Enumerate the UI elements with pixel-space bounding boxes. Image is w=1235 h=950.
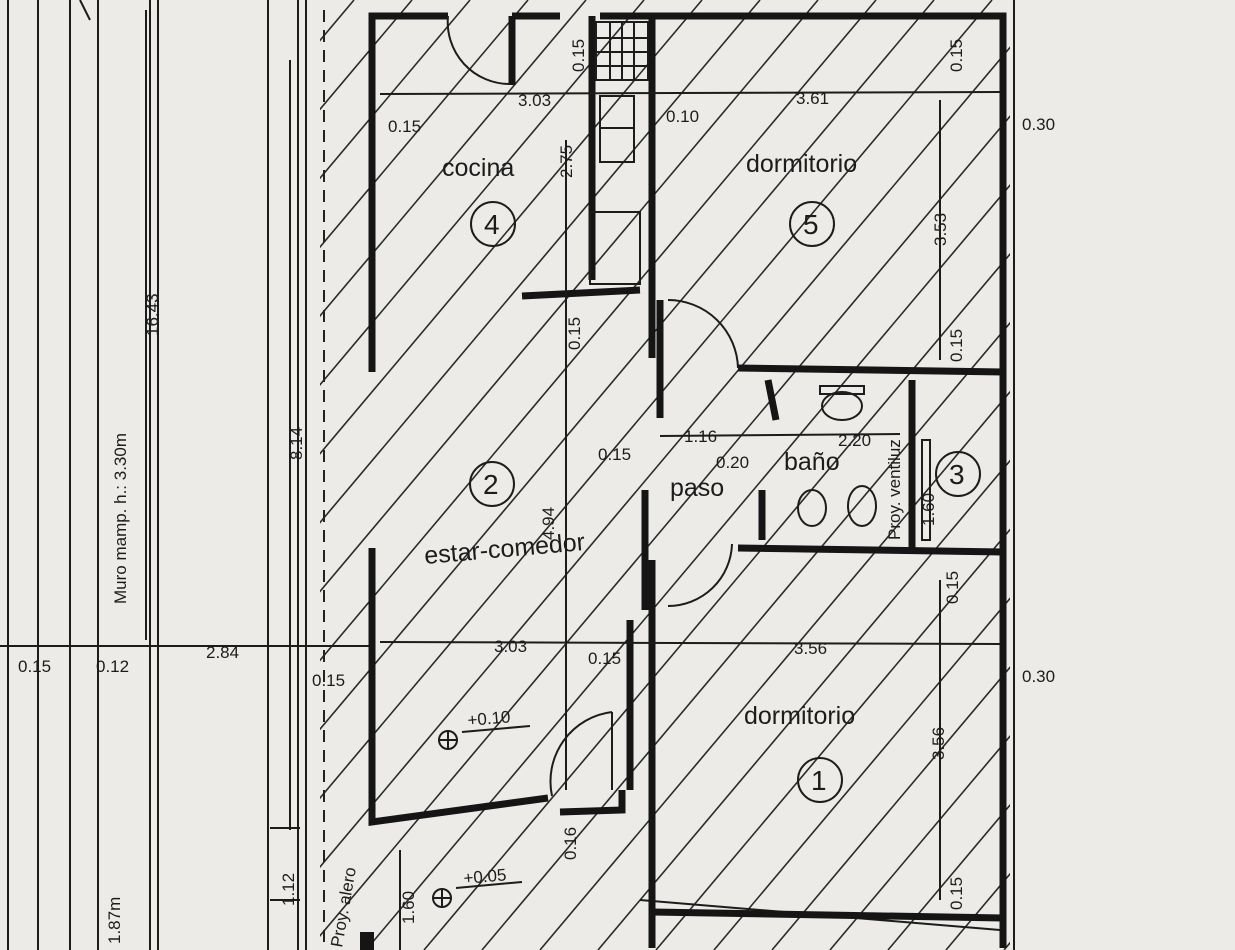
dim-020: 0.20 xyxy=(716,453,749,472)
hatch-line xyxy=(320,0,993,800)
hatch-line xyxy=(597,459,1010,950)
dim-284: 2.84 xyxy=(206,643,239,662)
dim-015-part: 0.15 xyxy=(588,649,621,668)
dim-015-paso: 0.15 xyxy=(598,445,631,464)
dim-015-v-top: 0.15 xyxy=(569,39,588,72)
room-number-circles xyxy=(469,201,981,803)
room-label-bano: baño xyxy=(784,448,840,476)
hatch-line xyxy=(320,46,1010,869)
room-label-paso: paso xyxy=(670,474,724,502)
dim-010: 0.10 xyxy=(666,107,699,126)
dimension-lines xyxy=(145,10,1001,900)
room-label-dormitorio-top: dormitorio xyxy=(746,150,857,178)
dim-814: 8.14 xyxy=(287,427,306,460)
room-number-1: 1 xyxy=(811,765,827,796)
dim-160-bano: 1.60 xyxy=(919,493,938,526)
hatch-line xyxy=(655,528,1010,950)
dim-275: 2.75 xyxy=(557,145,576,178)
hatch-line xyxy=(481,321,1010,950)
dim-015-left: 0.15 xyxy=(18,657,51,676)
room-number-4: 4 xyxy=(484,209,500,240)
dim-187: 1.87m xyxy=(105,897,124,944)
dim-030-top: 0.30 xyxy=(1022,115,1055,134)
exterior-lines xyxy=(0,0,1015,950)
door-swings xyxy=(446,15,739,797)
room-number-5: 5 xyxy=(803,209,819,240)
hatch-line xyxy=(1062,0,1235,950)
dim-012: 0.12 xyxy=(96,657,129,676)
muro-annotation: Muro mamp. h.: 3.30m xyxy=(111,433,130,604)
dim-015-dorm-br: 0.15 xyxy=(947,329,966,362)
hatch-line xyxy=(320,0,529,249)
room-label-estar-comedor: estar-comedor xyxy=(423,528,586,570)
dim-015-cocina: 0.15 xyxy=(388,117,421,136)
level-010: +0.10 xyxy=(467,707,512,730)
hatch-line xyxy=(320,0,355,42)
hatch-line xyxy=(1120,0,1235,950)
dim-112: 1.12 xyxy=(279,873,298,906)
dim-015-b1: 0.15 xyxy=(943,571,962,604)
hatch-line xyxy=(320,0,703,455)
dim-353: 3.53 xyxy=(931,213,950,246)
dim-356-v: 3.56 xyxy=(929,727,948,760)
dim-303-top: 3.03 xyxy=(518,91,551,110)
dim-356-h: 3.56 xyxy=(794,639,827,658)
dim-030-bottom: 0.30 xyxy=(1022,667,1055,686)
dim-1643: 16.43 xyxy=(143,293,162,336)
dim-016: 0.16 xyxy=(561,827,580,860)
walls xyxy=(360,12,1007,950)
hatch-line xyxy=(423,252,1010,950)
hatch-line xyxy=(320,0,819,593)
dim-160-bottom: 1.60 xyxy=(399,891,418,924)
dim-494: 4.94 xyxy=(539,507,558,540)
hatch-line xyxy=(365,184,1010,950)
hatch-line xyxy=(320,0,587,318)
room-number-2: 2 xyxy=(483,469,499,500)
hatch-line xyxy=(1178,0,1235,950)
room-number-3: 3 xyxy=(949,459,965,490)
hatch-line xyxy=(771,666,1010,950)
dim-015-mid: 0.15 xyxy=(565,317,584,350)
level-markers xyxy=(432,725,531,908)
room-label-dormitorio-bottom: dormitorio xyxy=(744,702,855,730)
dim-015-estar: 0.15 xyxy=(312,671,345,690)
room-label-cocina: cocina xyxy=(442,154,514,182)
hatch-line xyxy=(320,0,877,662)
hatch-line xyxy=(320,0,471,180)
level-005: +0.05 xyxy=(463,865,508,888)
dim-361: 3.61 xyxy=(796,89,829,108)
dim-303-bottom: 3.03 xyxy=(494,637,527,656)
ventiluz-annotation: Proy. ventiluz xyxy=(885,439,904,540)
hatch-line xyxy=(945,872,1010,950)
hatch-line xyxy=(1003,941,1010,950)
dim-015-dorm-tr: 0.15 xyxy=(947,39,966,72)
hatch-line xyxy=(320,0,935,731)
hatch-line xyxy=(829,735,1010,950)
dim-116: 1.16 xyxy=(684,427,717,446)
hatch-line xyxy=(320,0,645,386)
hatch-line xyxy=(320,0,761,524)
hatch-line xyxy=(713,597,1010,950)
hatch-line xyxy=(0,0,296,950)
hatch-line xyxy=(539,390,1010,950)
alero-annotation: Proy. alero xyxy=(327,866,360,949)
dim-220: 2.20 xyxy=(838,431,871,450)
hatch-line xyxy=(320,115,1010,937)
fixtures xyxy=(589,21,931,541)
dim-015-b2: 0.15 xyxy=(947,877,966,910)
